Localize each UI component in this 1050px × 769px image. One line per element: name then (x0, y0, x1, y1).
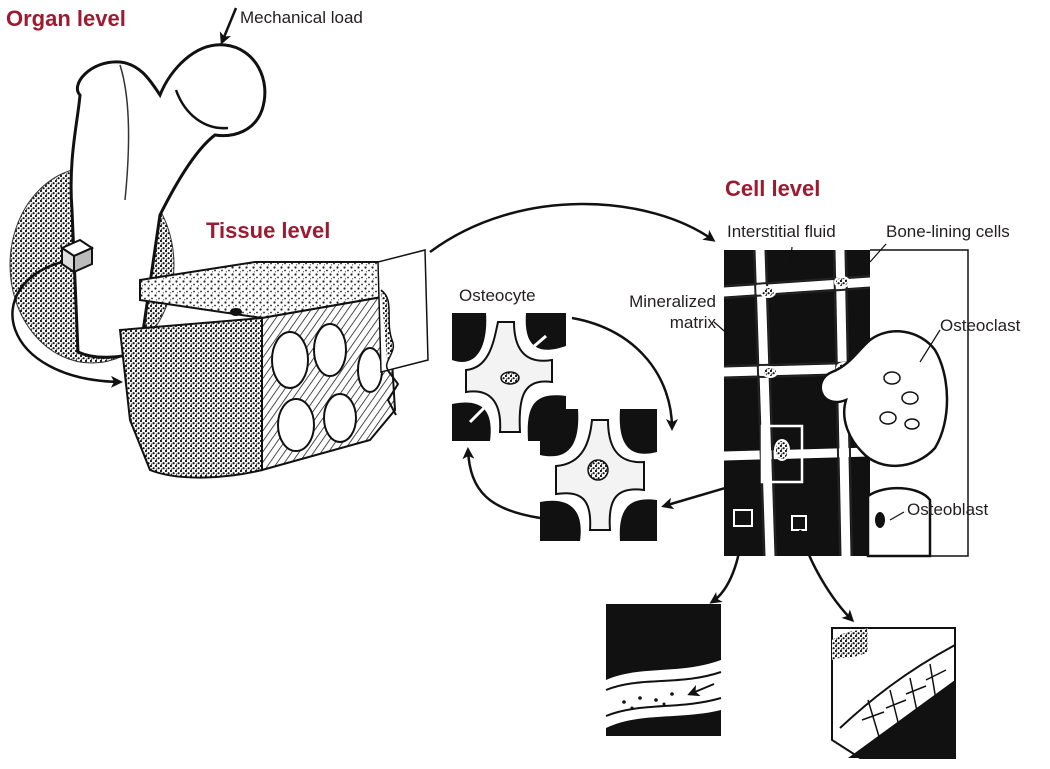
tissue-level-heading: Tissue level (206, 218, 331, 243)
to-fluid-detail-arrow (709, 529, 744, 604)
osteoblast-label: Osteoblast (907, 500, 989, 519)
to-membrane-detail-arrow (798, 529, 855, 623)
organ-level-heading: Organ level (6, 6, 126, 31)
fluid-flow-detail-panel (605, 604, 722, 736)
tissue-to-cell-arrow (429, 202, 716, 254)
osteon-rings (271, 323, 383, 452)
interstitial-fluid-label: Interstitial fluid (727, 222, 836, 241)
tissue-block-illustration (118, 249, 429, 479)
femur-illustration (9, 43, 267, 364)
membrane-detail-panel (831, 627, 956, 759)
osteocyte-cycle-arrow-right (571, 316, 678, 431)
osteoclast-cell (819, 330, 949, 467)
organ-to-tissue-arrow (11, 260, 123, 388)
osteocyte-panel-bottom (540, 409, 657, 541)
osteoblast-cell (866, 486, 932, 558)
mineralized-matrix-label-line1: Mineralized (629, 292, 716, 311)
mineralized-matrix-label-line2: matrix (669, 313, 716, 332)
femur-bone (69, 43, 267, 359)
tissue-block-front (118, 316, 263, 479)
leader-lines (713, 243, 941, 521)
osteocyte-label: Osteocyte (459, 286, 536, 305)
mechanical-load-label: Mechanical load (240, 8, 363, 27)
femur-sample-block (59, 238, 95, 274)
bone-lining-cells-label: Bone-lining cells (886, 222, 1010, 241)
cell-level-heading: Cell level (725, 176, 821, 201)
osteocyte-cycle-arrow-left (462, 447, 541, 520)
mechanical-load-arrow (219, 7, 238, 45)
osteoclast-label: Osteoclast (940, 316, 1021, 335)
